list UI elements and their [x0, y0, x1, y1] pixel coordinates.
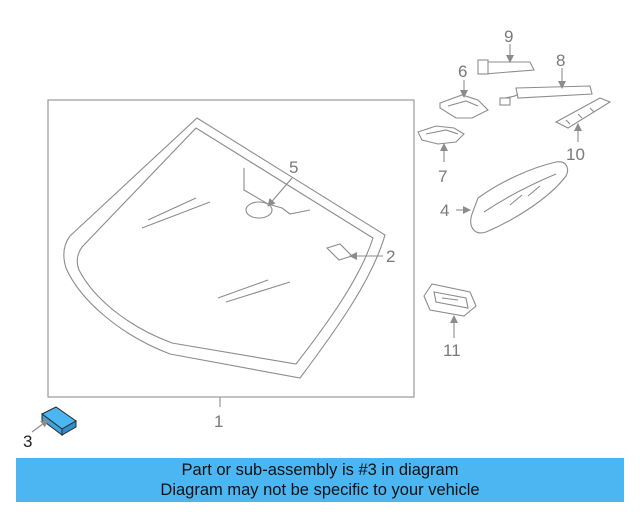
- bracket-part-10: [554, 97, 612, 129]
- banner-line-2: Diagram may not be specific to your vehi…: [160, 481, 480, 499]
- callout-4: 4: [440, 201, 449, 220]
- windshield-glass: [63, 117, 386, 379]
- callout-3: 3: [23, 432, 32, 451]
- dome-lamp-part-11: [423, 283, 477, 317]
- callout-10: 10: [566, 145, 585, 164]
- callout-6: 6: [458, 62, 467, 81]
- windshield-assembly-frame: [47, 99, 415, 398]
- info-banner: Part or sub-assembly is #3 in diagram Di…: [16, 458, 624, 502]
- part-3-highlighted: [41, 406, 77, 436]
- callout-9: 9: [504, 27, 513, 46]
- callout-8: 8: [556, 51, 565, 70]
- wire-harness-part-8: [499, 85, 593, 106]
- callout-2: 2: [386, 247, 395, 266]
- callout-11: 11: [443, 341, 461, 360]
- callout-7: 7: [438, 167, 447, 186]
- callout-1: 1: [214, 412, 223, 431]
- leader-line-3: [31, 419, 49, 433]
- cover-part-7: [417, 125, 465, 145]
- rearview-mirror: [470, 161, 569, 234]
- banner-line-1: Part or sub-assembly is #3 in diagram: [181, 461, 459, 479]
- mirror-cover-part-6: [439, 94, 489, 119]
- callout-5: 5: [289, 158, 298, 177]
- leader-line-5: [267, 177, 293, 207]
- trim-part-9: [477, 59, 535, 75]
